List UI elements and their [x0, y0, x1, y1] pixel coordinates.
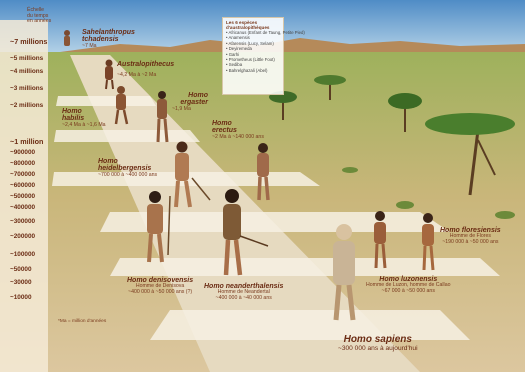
species-name: Homo neanderthalensis [204, 283, 284, 290]
species-dates: Homme de Denisova [135, 283, 185, 290]
species-label-homo-floresiensis: Homo floresiensis Homme de Flores ~190 0… [440, 227, 501, 245]
species-dates: ~700 000 à ~400 000 ans [98, 171, 158, 178]
species-dates: ~190 000 à ~50 000 ans [442, 238, 499, 245]
scale-tick: ~900000 [10, 149, 36, 156]
species-name: Homo floresiensis [440, 227, 501, 234]
species-name: Homo habilis [62, 108, 85, 123]
legend-item: • Anamensis [226, 35, 250, 41]
scale-tick: ~700000 [10, 171, 36, 178]
legend-title: Les 6 espèces [226, 20, 258, 25]
scale-tick: ~3 millions [10, 85, 44, 92]
scale-strip [0, 20, 48, 372]
australopithecus-species-box: Les 6 espèces d'australopithèques • Afri… [222, 17, 305, 95]
species-label-homo-heidelbergensis: Homo heidelbergensis ~700 000 à ~400 000… [98, 158, 157, 178]
acacia-trees [269, 75, 515, 196]
legend-item: • Bahrelghazali (Abel) [226, 67, 268, 73]
figure-homo-habilis [114, 86, 129, 125]
species-dates: ~2 Ma à ~140 000 ans [212, 133, 264, 140]
scale-tick: ~50000 [10, 266, 32, 273]
scale-footnote: *Ma = million d'années [58, 319, 107, 324]
bushes [342, 167, 515, 219]
species-label-sahelanthropus: Sahelanthropus tchadensis ~7 Ma [82, 29, 142, 49]
scale-tick: ~100000 [10, 251, 36, 258]
scale-tick: ~800000 [10, 160, 36, 167]
legend-item: • Garhi [226, 51, 240, 57]
scale-tick: ~200000 [10, 233, 36, 240]
figure-homo-denisovensis [147, 191, 171, 263]
scale-tick: ~500000 [10, 193, 36, 200]
species-label-australopithecus: Australopithecus ~4,2 Ma à ~2 Ma [117, 61, 174, 79]
legend-item: • Deyiremeda [226, 46, 252, 52]
figure-homo-luzonensis [374, 211, 387, 269]
legend-item: • Prometheus (Little Foot) [226, 56, 275, 62]
figure-homo-floresiensis [422, 213, 435, 271]
figure-australopithecus [105, 59, 114, 90]
figure-homo-erectus [257, 143, 270, 201]
species-label-homo-sapiens: Homo sapiens ~300 000 ans à aujourd'hui [338, 334, 418, 352]
species-name: Homo sapiens [343, 334, 412, 345]
species-dates: ~4,2 Ma à ~2 Ma [117, 72, 157, 79]
species-dates: ~300 000 ans à aujourd'hui [338, 345, 418, 352]
figure-homo-heidelbergensis [174, 141, 211, 208]
legend-item: • Africanus (Enfant de Taung, Petite Pie… [226, 30, 305, 36]
scale-tick: ~30000 [10, 279, 32, 286]
scale-tick: ~2 millions [10, 102, 44, 109]
figure-sahelanthropus [64, 30, 70, 46]
scale-tick: ~5 millions [10, 55, 44, 62]
scale-tick: ~1 million [10, 137, 44, 146]
species-dates: ~1,9 Ma [172, 105, 191, 112]
species-name: Australopithecus [117, 61, 175, 68]
scale-tick: ~400000 [10, 204, 36, 211]
legend-title: d'australopithèques [226, 25, 270, 31]
hominin-figures [64, 30, 435, 321]
figure-homo-ergaster [156, 91, 169, 143]
species-name: Sahelanthropus tchadensis [82, 29, 135, 44]
scale-title: Échelle du temps en années [27, 7, 52, 25]
species-dates: ~7 Ma [82, 42, 97, 49]
species-name: Homo luzonensis [379, 276, 438, 283]
species-label-homo-ergaster: Homo ergaster ~1,9 Ma [172, 92, 208, 112]
species-dates: Homme de Luzon, homme de Callao [366, 282, 451, 289]
species-dates: Homme de Flores [449, 233, 491, 240]
scale-tick: ~7 millions [10, 37, 48, 46]
species-dates: ~400 000 à ~50 000 ans (?) [128, 288, 193, 295]
legend-item: • Sediba [226, 62, 243, 68]
species-name: Homo ergaster [180, 92, 208, 107]
species-label-homo-denisovensis: Homo denisovensis Homme de Denisova ~400… [127, 277, 193, 295]
species-label-homo-neanderthalensis: Homo neanderthalensis Homme de Neanderta… [204, 283, 283, 301]
species-name: Homo heidelbergensis [98, 158, 152, 173]
species-name: Homo erectus [212, 120, 237, 135]
figure-homo-neanderthalensis [223, 189, 269, 276]
scale-tick: ~300000 [10, 218, 36, 225]
species-label-homo-erectus: Homo erectus ~2 Ma à ~140 000 ans [212, 120, 264, 140]
species-dates: ~2,4 Ma à ~1,6 Ma [62, 121, 106, 128]
species-dates: ~67 000 à ~50 000 ans [381, 287, 435, 294]
scale-tick: ~4 millions [10, 68, 44, 75]
legend-item: • Afarensis (Lucy, Selam) [226, 40, 274, 46]
species-dates: ~400 000 à ~40 000 ans [215, 294, 272, 301]
scale-tick: ~600000 [10, 182, 36, 189]
figure-homo-sapiens [333, 224, 356, 321]
scale-tick: ~10000 [10, 294, 32, 301]
species-label-homo-habilis: Homo habilis ~2,4 Ma à ~1,6 Ma [62, 108, 106, 128]
species-name: Homo denisovensis [127, 277, 194, 284]
species-dates: Homme de Neandertal [217, 289, 270, 296]
species-label-homo-luzonensis: Homo luzonensis Homme de Luzon, homme de… [366, 276, 450, 294]
